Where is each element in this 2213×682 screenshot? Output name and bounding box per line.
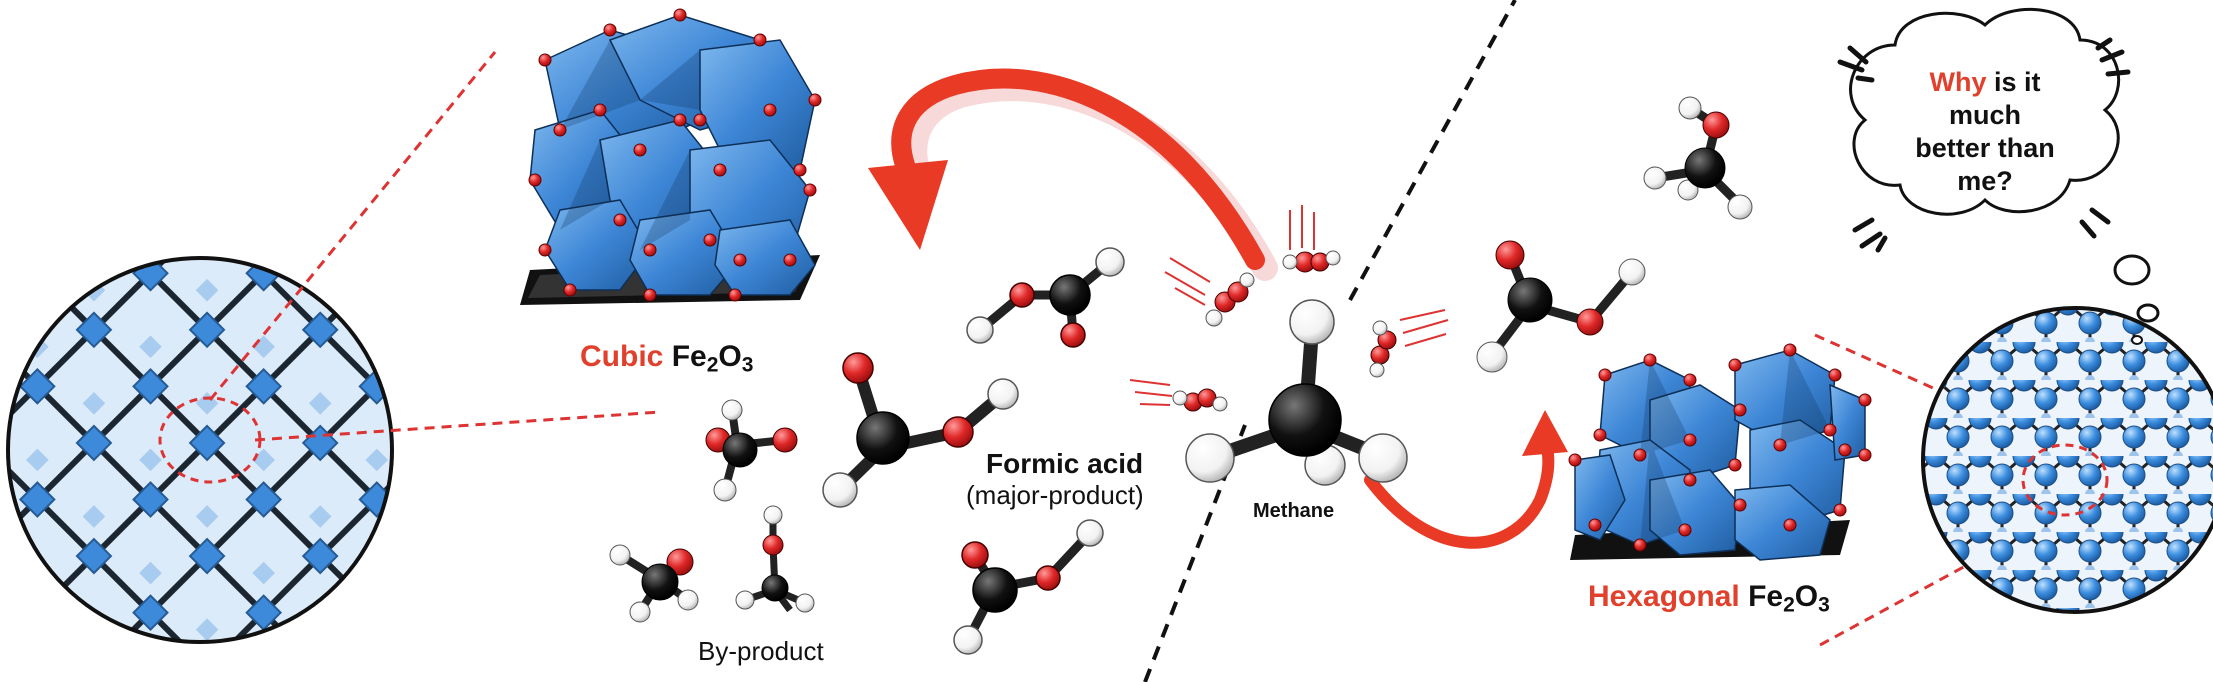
by-product-molecule-1 bbox=[705, 399, 798, 502]
conversion-arrow-to-cubic bbox=[868, 68, 1278, 281]
formic-acid-molecule-right bbox=[1476, 240, 1646, 373]
methane-molecule bbox=[1185, 299, 1408, 486]
cubic-lattice-zoom-circle bbox=[6, 256, 394, 644]
dashed-divider bbox=[1143, 0, 1517, 682]
hexagonal-fe2o3-label: Hexagonal Fe2O3 bbox=[1588, 580, 1830, 617]
zoom-guide-lines-left bbox=[208, 51, 661, 442]
hexagonal-word: Hexagonal bbox=[1588, 580, 1740, 613]
hexagonal-fe2o3-crystal bbox=[1568, 343, 1872, 561]
cubic-fe2o3-label: Cubic Fe2O3 bbox=[580, 340, 753, 377]
by-product-molecule-3 bbox=[735, 505, 815, 613]
thought-bubble-text: Why is it much better than me? bbox=[1915, 67, 2055, 196]
hexagonal-lattice-zoom-circle bbox=[1921, 306, 2213, 614]
by-product-molecule-2 bbox=[609, 544, 699, 623]
methane-label: Methane bbox=[1253, 500, 1335, 522]
formic-acid-molecule-bottom bbox=[953, 519, 1104, 655]
why-highlight: Why bbox=[1929, 67, 1987, 97]
formic-acid-molecule-large bbox=[822, 352, 1019, 508]
cubic-fe2o3-crystal bbox=[520, 8, 822, 305]
conversion-arrow-to-hexagonal bbox=[1364, 410, 1568, 549]
by-product-label: By-product bbox=[698, 636, 824, 666]
cubic-word: Cubic bbox=[580, 340, 664, 373]
major-product-label: (major-product) bbox=[966, 480, 1144, 510]
hexagonal-formula: Fe2O3 bbox=[1748, 580, 1830, 617]
formic-acid-molecule-top bbox=[966, 247, 1125, 348]
formic-acid-label: Formic acid bbox=[986, 448, 1144, 479]
cubic-formula: Fe2O3 bbox=[671, 340, 754, 377]
reactive-oxygen-species bbox=[1129, 205, 1449, 412]
methanol-molecule bbox=[1643, 96, 1753, 220]
thought-bubble bbox=[1837, 7, 2160, 345]
